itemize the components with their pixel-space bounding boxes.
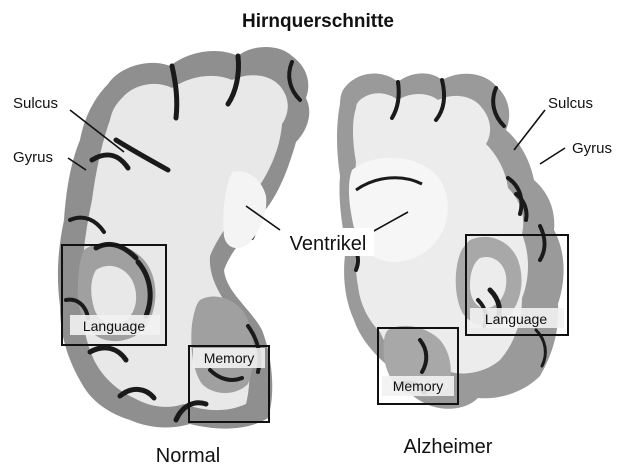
figure-title: Hirnquerschnitte	[242, 11, 394, 32]
right-gyrus-label: Gyrus	[572, 140, 612, 157]
caption-alzheimer: Alzheimer	[404, 436, 493, 458]
left-gyrus-label: Gyrus	[13, 149, 53, 166]
left-language-label: Language	[83, 318, 146, 334]
right-sulcus-label: Sulcus	[548, 95, 593, 112]
left-sulcus-label: Sulcus	[13, 95, 58, 112]
caption-normal: Normal	[156, 445, 220, 467]
right-memory-label: Memory	[393, 378, 444, 394]
ventricle-label: Ventrikel	[290, 233, 367, 255]
leader-right-sulcus	[514, 110, 545, 150]
right-language-label: Language	[485, 311, 548, 327]
normal-brain-hemisphere	[58, 47, 309, 429]
leader-right-gyrus	[540, 148, 565, 164]
left-memory-label: Memory	[204, 350, 255, 366]
